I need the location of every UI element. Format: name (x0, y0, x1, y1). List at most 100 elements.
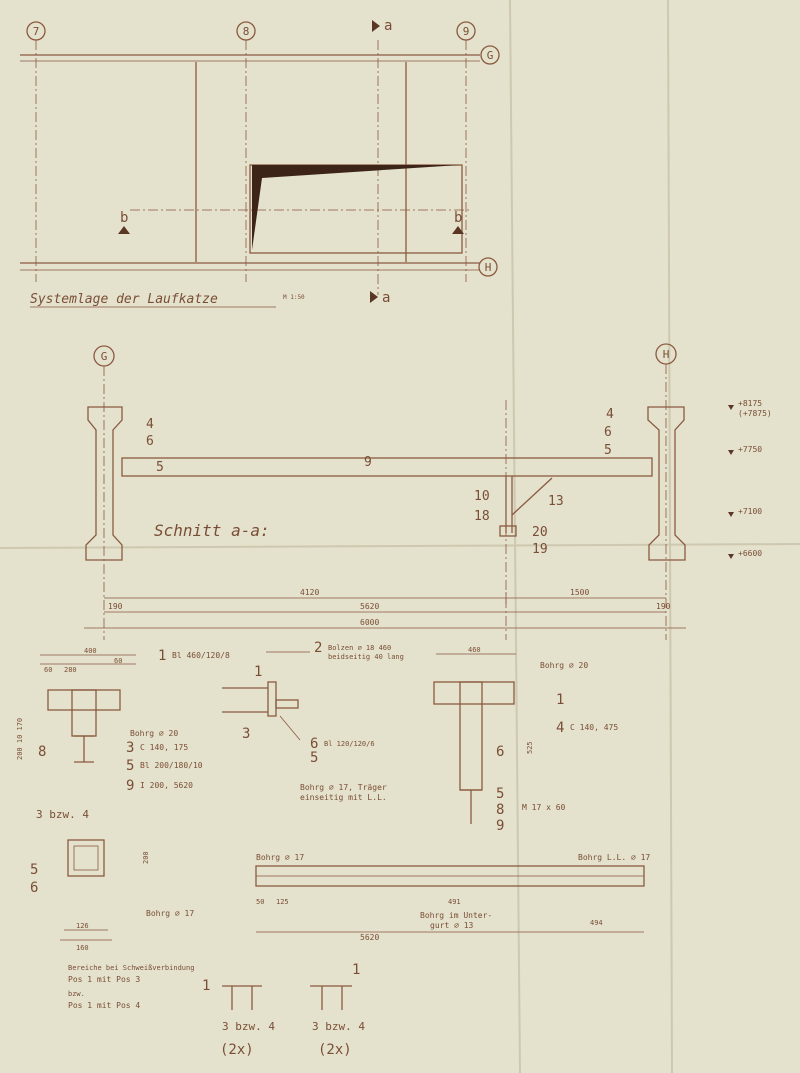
dr-label-6: 6 (496, 744, 504, 760)
dr-bohrg: Bohrg ⌀ 20 (540, 661, 588, 670)
beam-under-2: gurt ⌀ 13 (430, 921, 474, 930)
note-line-4: Pos 1 mit Pos 4 (68, 1001, 140, 1010)
axis-label-9: 9 (463, 25, 470, 38)
axis-marker-G-plan: G (480, 45, 500, 65)
label-13: 13 (548, 494, 564, 509)
beam-bohrg-left: Bohrg ⌀ 17 (256, 853, 304, 862)
dim-190-left: 190 (108, 602, 123, 611)
label-6-left: 6 (146, 434, 154, 449)
level-8175: +8175 (738, 399, 762, 408)
axis-marker-8: 8 (236, 21, 256, 41)
dl-label-8: 8 (38, 744, 46, 760)
axis-label-8: 8 (243, 25, 250, 38)
level-7750: +7750 (738, 445, 762, 454)
section-arrow-bottom (370, 291, 378, 303)
paper-fold-right (667, 0, 673, 1073)
crane-beam (121, 457, 653, 477)
note-line-2: Pos 1 mit Pos 3 (68, 975, 140, 984)
column-left (85, 406, 123, 561)
dl-text-5: Bl 200/180/10 (140, 761, 203, 770)
note-a-3: (2x) (220, 1042, 254, 1058)
level-7875: (+7875) (738, 409, 772, 418)
b-arrow-left (118, 226, 130, 234)
dm-note-2: einseitig mit L.L. (300, 793, 387, 802)
section-mark-top: a (384, 18, 392, 34)
beam-d50: 50 (256, 898, 264, 906)
paper-fold-horizontal (0, 543, 800, 549)
dr-label-5: 5 (496, 786, 504, 802)
weld-notes: Bereiche bei Schweißverbindung Pos 1 mit… (68, 962, 365, 1058)
dl-dim-200: 200 10 170 (16, 718, 24, 760)
dc-bohrg: Bohrg ⌀ 17 (146, 909, 194, 918)
dc-dim-200: 200 (142, 851, 150, 864)
dr-label-8: 8 (496, 802, 504, 818)
plan-scale: M 1:50 (283, 294, 305, 301)
dc-dim-160: 160 (76, 944, 89, 952)
label-5-right: 5 (604, 443, 612, 458)
dl-dim-60b: 60 (114, 657, 122, 665)
beam-bohrg-right: Bohrg L.L. ⌀ 17 (578, 853, 650, 862)
note-a-1: 1 (202, 978, 210, 994)
dim-4120: 4120 (300, 588, 319, 597)
beam-d5620: 5620 (360, 933, 379, 942)
dm-text-2: Bolzen ⌀ 18 460 (328, 644, 391, 652)
dm-text-6: Bl 120/120/6 (324, 740, 375, 748)
plan-view: 7 8 9 G H a a b b Systemlage der Laufkat… (20, 18, 500, 308)
level-7100: +7100 (738, 507, 762, 516)
dl-label-9: 9 (126, 778, 134, 794)
beam-under-1: Bohrg im Unter- (420, 911, 492, 920)
section-view: G H 4 6 5 9 4 6 5 10 18 13 20 19 Schnitt (84, 343, 772, 640)
dm-note-1: Bohrg ⌀ 17, Träger (300, 783, 387, 792)
note-b-1: 1 (352, 962, 360, 978)
dr-text-4: C 140, 475 (570, 723, 618, 732)
dm-label-6: 6 (310, 736, 318, 752)
dl-text-1: Bl 460/120/8 (172, 651, 230, 660)
detail-left: 400 280 60 60 200 10 170 1 Bl 460/120/8 … (16, 647, 230, 794)
b-mark-right: b (454, 210, 462, 226)
dim-6000: 6000 (360, 618, 379, 627)
dc-label-5: 5 (30, 862, 38, 878)
dc-dim-126: 126 (76, 922, 89, 930)
axis-marker-7: 7 (26, 21, 46, 41)
label-4-left: 4 (146, 417, 154, 432)
trolley-wedge (252, 165, 460, 250)
column-right (647, 406, 686, 561)
dr-label-1: 1 (556, 692, 564, 708)
b-mark-left: b (120, 210, 128, 226)
label-5-left: 5 (156, 460, 164, 475)
dr-dim-525: 525 (526, 741, 534, 754)
axis-label-G-plan: G (487, 49, 494, 62)
dm-label-1: 1 (254, 664, 262, 680)
note-a-2: 3 bzw. 4 (222, 1020, 275, 1033)
dm-label-2: 2 (314, 640, 322, 656)
level-markers: +8175 (+7875) +7750 +7100 +6600 (728, 399, 772, 559)
section-dimensions: 4120 1500 190 190 5620 6000 (84, 588, 686, 629)
dr-label-9: 9 (496, 818, 504, 834)
level-6600: +6600 (738, 549, 762, 558)
dl-label-5: 5 (126, 758, 134, 774)
label-18: 18 (474, 509, 490, 524)
plan-caption: Systemlage der Laufkatze (30, 292, 218, 307)
dl-label-3: 3 (126, 740, 134, 756)
dm-label-5: 5 (310, 750, 318, 766)
section-mark-bottom: a (382, 290, 390, 306)
note-line-1: Bereiche bei Schweißverbindung (68, 964, 194, 972)
label-19: 19 (532, 542, 548, 557)
label-10: 10 (474, 489, 490, 504)
note-line-3: bzw. (68, 990, 85, 998)
section-title: Schnitt a-a: (154, 521, 270, 540)
detail-right: 460 Bohrg ⌀ 20 1 4 C 140, 475 525 6 5 8 … (433, 646, 618, 834)
label-6-right: 6 (604, 425, 612, 440)
dl-dim-60a: 60 (44, 666, 52, 674)
beam-d491: 491 (448, 898, 461, 906)
dc-label-3: 3 bzw. 4 (36, 808, 89, 821)
dl-dim-280: 280 (64, 666, 77, 674)
b-arrow-right (452, 226, 464, 234)
dl-text-3: C 140, 175 (140, 743, 188, 752)
dim-1500: 1500 (570, 588, 589, 597)
axis-label-G: G (101, 350, 108, 363)
dl-text-9: I 200, 5620 (140, 781, 193, 790)
dim-190-right: 190 (656, 602, 671, 611)
section-arrow-top (372, 20, 380, 32)
